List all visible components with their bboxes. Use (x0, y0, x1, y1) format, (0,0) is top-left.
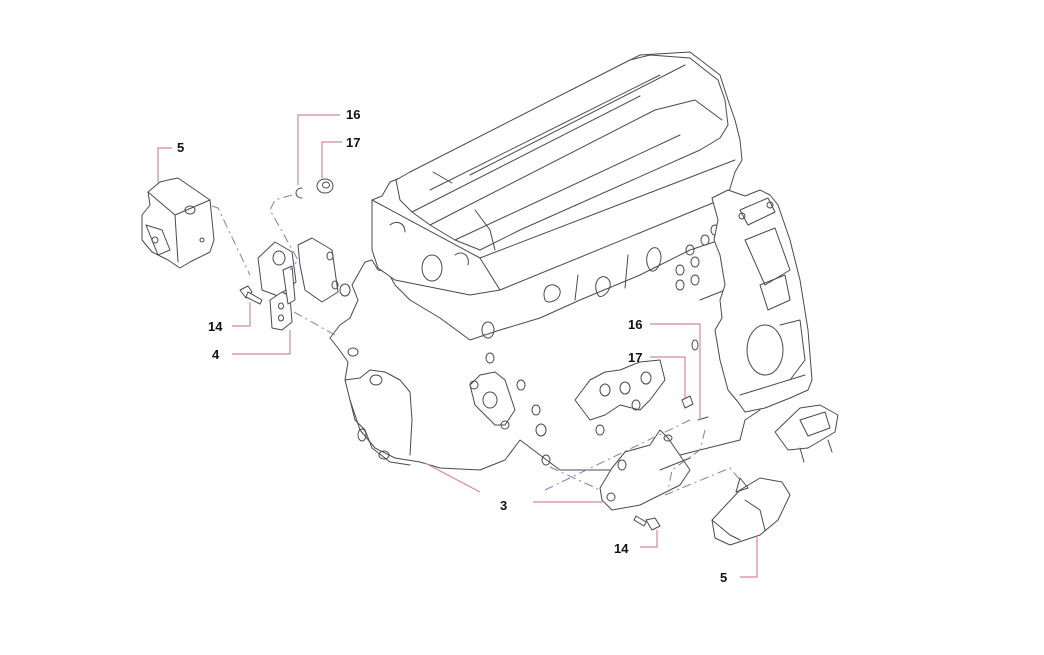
leader-4 (232, 330, 291, 355)
leader-17-right (650, 356, 686, 398)
bolt-right (633, 515, 661, 531)
callout-17-top[interactable]: 17 (346, 135, 361, 150)
engine-mount-rear (774, 404, 839, 463)
leader-17-top (321, 141, 342, 178)
engine-mount-left (141, 177, 215, 269)
leader-14-left (232, 302, 251, 327)
callout-5-left[interactable]: 5 (177, 140, 185, 155)
callout-17-right[interactable]: 17 (628, 350, 643, 365)
leader-16-top (297, 114, 340, 185)
assembly-lines (211, 194, 741, 496)
callout-16-right[interactable]: 16 (628, 317, 643, 332)
callout-4[interactable]: 4 (212, 347, 220, 362)
leader-3a (424, 462, 481, 493)
engine-block (329, 224, 761, 471)
bolt-left (239, 285, 263, 305)
nut-top (316, 178, 334, 194)
callout-14-left[interactable]: 14 (208, 319, 223, 334)
cylinder-head (371, 51, 743, 296)
bellhousing (711, 189, 813, 413)
leader-16-right (650, 323, 701, 420)
engine-mount-right (711, 477, 791, 546)
callout-14-right[interactable]: 14 (614, 541, 629, 556)
engine-bracket-left (257, 237, 339, 331)
callout-5-right[interactable]: 5 (720, 570, 728, 585)
retaining-clip-top (295, 187, 303, 199)
leader-5-left (157, 147, 172, 183)
leader-14-right (640, 530, 658, 548)
engine-bracket-right (599, 429, 691, 511)
nut-right (681, 395, 694, 409)
callout-16-top[interactable]: 16 (346, 107, 361, 122)
leader-5-right (740, 535, 758, 578)
callout-3[interactable]: 3 (500, 498, 508, 513)
leader-lines (157, 114, 758, 578)
